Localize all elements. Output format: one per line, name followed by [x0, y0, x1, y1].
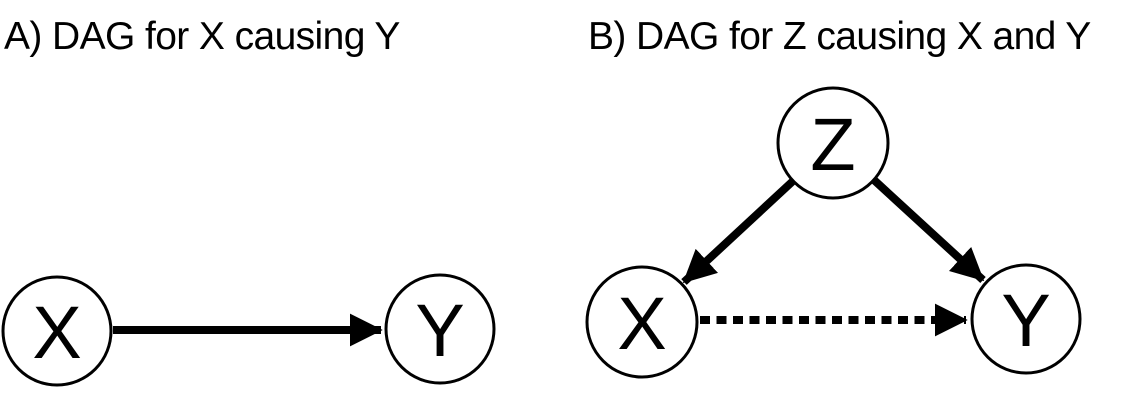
panel-b-edge-z-to-y	[871, 177, 986, 283]
panel-b-diagram: Z X Y	[585, 86, 1082, 379]
panel-b-title: B) DAG for Z causing X and Y	[588, 15, 1091, 58]
panel-a-node-x-label: X	[32, 291, 81, 374]
panel-b-node-z-label: Z	[810, 103, 855, 186]
panel-a-title: A) DAG for X causing Y	[4, 15, 400, 58]
panel-b-node-z-circle	[776, 86, 890, 200]
panel-b-node-y-circle	[970, 263, 1082, 375]
panel-a-node-x-circle	[1, 275, 113, 387]
panel-a-diagram: X Y	[1, 273, 496, 387]
panel-b-node-x-label: X	[617, 282, 666, 365]
panel-a-node-y-circle	[384, 273, 496, 385]
panel-b-node-x-circle	[585, 265, 699, 379]
panel-a-node-y-label: Y	[415, 289, 464, 372]
panel-b-node-y-label: Y	[1001, 279, 1050, 362]
panel-b-edge-z-to-x	[681, 178, 796, 285]
